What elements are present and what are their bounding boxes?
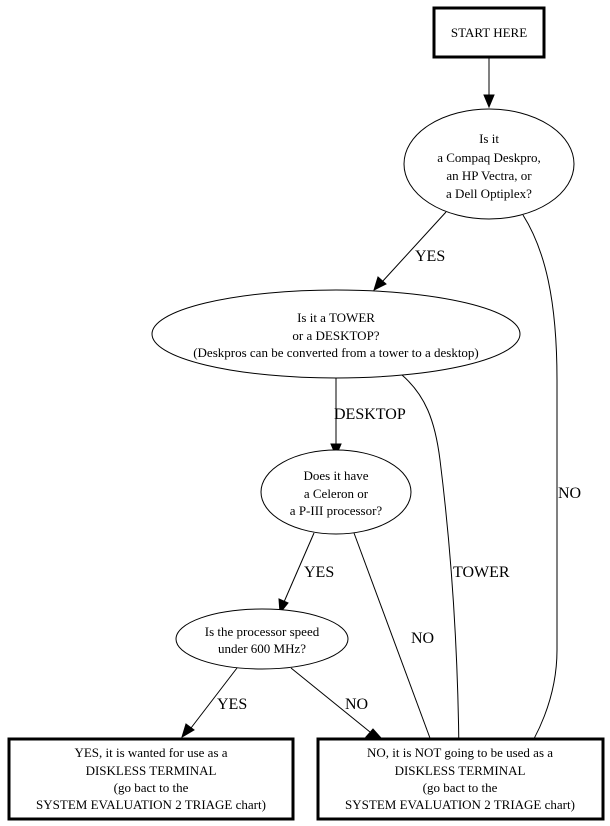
edge-speed-to-yes-result: YES [181, 667, 247, 739]
node-start: START HERE [432, 6, 546, 59]
node-no-result: NO, it is NOT going to be used as a DISK… [316, 737, 605, 821]
node-label-line: DISKLESS TERMINAL [395, 763, 526, 778]
edge-brand-to-form: YES [373, 211, 447, 291]
node-label: START HERE [451, 25, 527, 40]
node-label-line: YES, it is wanted for use as a [74, 745, 227, 760]
node-yes-result: YES, it is wanted for use as a DISKLESS … [7, 737, 295, 821]
edge-brand-to-no-result: NO [514, 214, 581, 770]
node-label-line: Is the processor speed [205, 624, 320, 639]
edge-label-yes: YES [304, 564, 334, 581]
edge-label-no: NO [558, 485, 581, 502]
edge-label-no: NO [345, 696, 368, 713]
node-label-line: (go bact to the [114, 780, 189, 795]
edges: YES NO DESKTOP TOWER YES [181, 58, 581, 770]
node-label-line: or a DESKTOP? [292, 328, 379, 343]
node-label-line: Is it [479, 131, 499, 146]
node-label-line: SYSTEM EVALUATION 2 TRIAGE chart) [36, 797, 266, 812]
node-label-line: a Dell Optiplex? [446, 186, 532, 201]
node-label-line: a P-III processor? [290, 503, 383, 518]
start-box [432, 6, 546, 59]
arrowhead [373, 276, 387, 291]
edge-cpu-to-no-result: NO [353, 532, 442, 769]
result-box [316, 737, 605, 821]
edge-label-no: NO [411, 630, 434, 647]
decision-ellipse [260, 449, 412, 535]
edge-start-to-brand [483, 58, 495, 109]
decision-ellipse [175, 608, 349, 670]
node-label-line: Does it have [304, 468, 369, 483]
edge-cpu-to-speed: YES [278, 532, 334, 615]
node-label-line: a Celeron or [304, 486, 369, 501]
node-cpu-question: Does it have a Celeron or a P-III proces… [260, 449, 412, 535]
edge-form-to-cpu: DESKTOP [330, 378, 406, 458]
node-label-line: (go bact to the [423, 780, 498, 795]
edge-label-desktop: DESKTOP [334, 406, 406, 423]
node-brand-question: Is it a Compaq Deskpro, an HP Vectra, or… [403, 108, 575, 220]
arrowhead [483, 94, 495, 109]
edge-speed-to-no-result: NO [290, 667, 383, 739]
node-label-line: DISKLESS TERMINAL [86, 763, 217, 778]
node-label-line: (Deskpros can be converted from a tower … [193, 345, 479, 360]
edge-label-tower: TOWER [453, 564, 510, 581]
edge-form-to-no-result: TOWER [401, 374, 510, 769]
node-label-line: an HP Vectra, or [446, 168, 532, 183]
node-label-line: SYSTEM EVALUATION 2 TRIAGE chart) [345, 797, 575, 812]
result-box [7, 737, 295, 821]
decision-ellipse [151, 289, 521, 379]
edge-label-yes: YES [217, 696, 247, 713]
node-label-line: a Compaq Deskpro, [437, 150, 541, 165]
node-label-line: NO, it is NOT going to be used as a [367, 745, 553, 760]
node-label-line: Is it a TOWER [297, 310, 375, 325]
arrowhead [181, 723, 195, 739]
node-label-line: under 600 MHz? [218, 641, 306, 656]
node-form-factor-question: Is it a TOWER or a DESKTOP? (Deskpros ca… [151, 289, 521, 379]
decision-ellipse [403, 108, 575, 220]
node-speed-question: Is the processor speed under 600 MHz? [175, 608, 349, 670]
edge-label-yes: YES [415, 248, 445, 265]
